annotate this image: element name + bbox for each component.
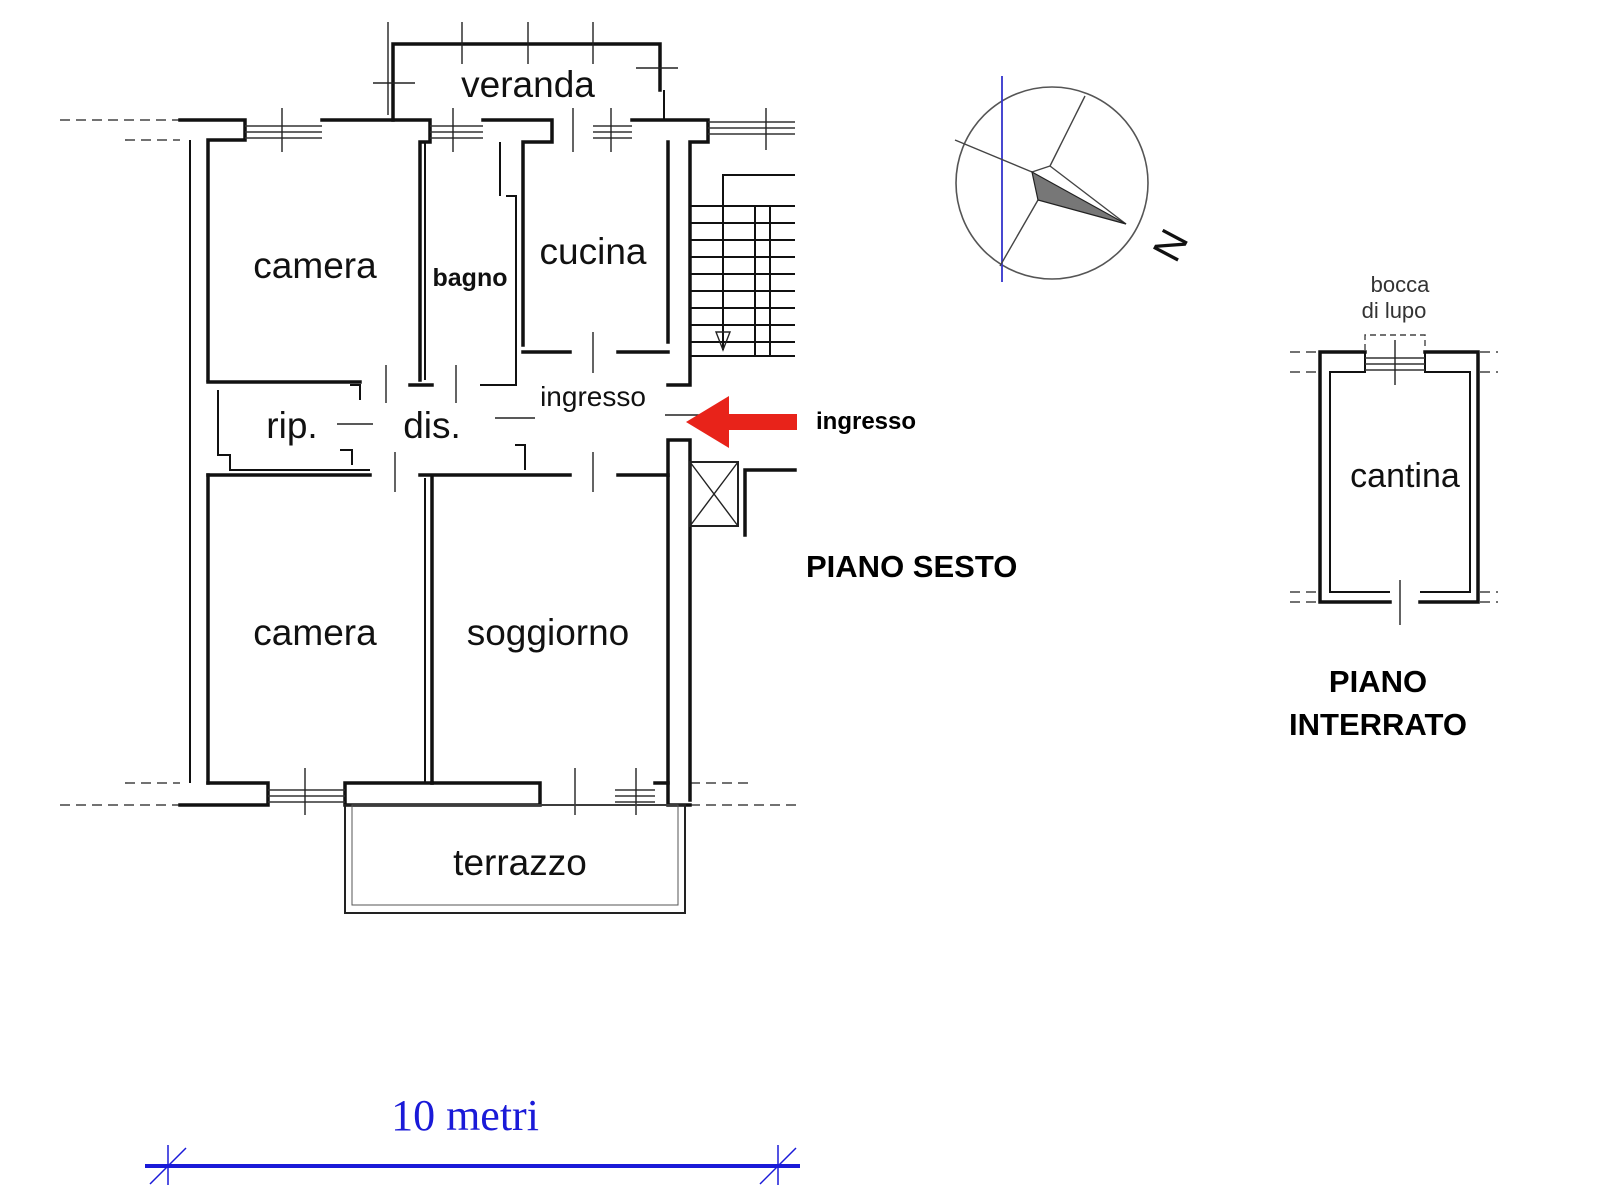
room-label-camera: camera xyxy=(253,245,377,286)
terrazzo xyxy=(344,804,686,914)
room-label-terrazzo: terrazzo xyxy=(453,842,587,883)
scale-label: 10 metri xyxy=(391,1091,539,1140)
room-label-soggiorno: soggiorno xyxy=(467,612,630,653)
compass-icon: N xyxy=(954,76,1197,282)
room-label-bagno: bagno xyxy=(433,264,508,292)
room-label-cantina: cantina xyxy=(1350,457,1460,495)
annotation-bocca: bocca xyxy=(1371,272,1430,297)
annotation-di-lupo: di lupo xyxy=(1362,298,1427,323)
room-label-dis: dis. xyxy=(403,405,461,446)
scale-bar: 10 metri xyxy=(145,1091,800,1185)
room-label-camera: camera xyxy=(253,612,377,653)
elevator-shaft xyxy=(689,461,797,537)
room-label-cucina: cucina xyxy=(540,231,647,272)
staircase xyxy=(690,174,795,357)
interior-walls xyxy=(206,142,700,802)
apartment-plan: veranda camera bagno cucina rip. dis. in… xyxy=(60,22,1017,914)
entrance-arrow-icon xyxy=(686,396,797,448)
top-wall xyxy=(178,108,795,783)
entrance-label: ingresso xyxy=(816,408,916,435)
bottom-wall xyxy=(178,768,692,815)
veranda xyxy=(373,22,678,122)
floor-title-piano-sesto: PIANO SESTO xyxy=(806,549,1017,584)
floor-title-piano: PIANO xyxy=(1329,664,1427,699)
room-label-ingresso: ingresso xyxy=(540,381,646,412)
floor-title-interrato: INTERRATO xyxy=(1289,707,1467,742)
room-label-veranda: veranda xyxy=(461,64,595,105)
compass-north-label: N xyxy=(1145,222,1197,268)
cellar-plan: bocca di lupo cantina PIANO INTERRATO xyxy=(1289,272,1498,742)
room-label-rip: rip. xyxy=(266,405,317,446)
